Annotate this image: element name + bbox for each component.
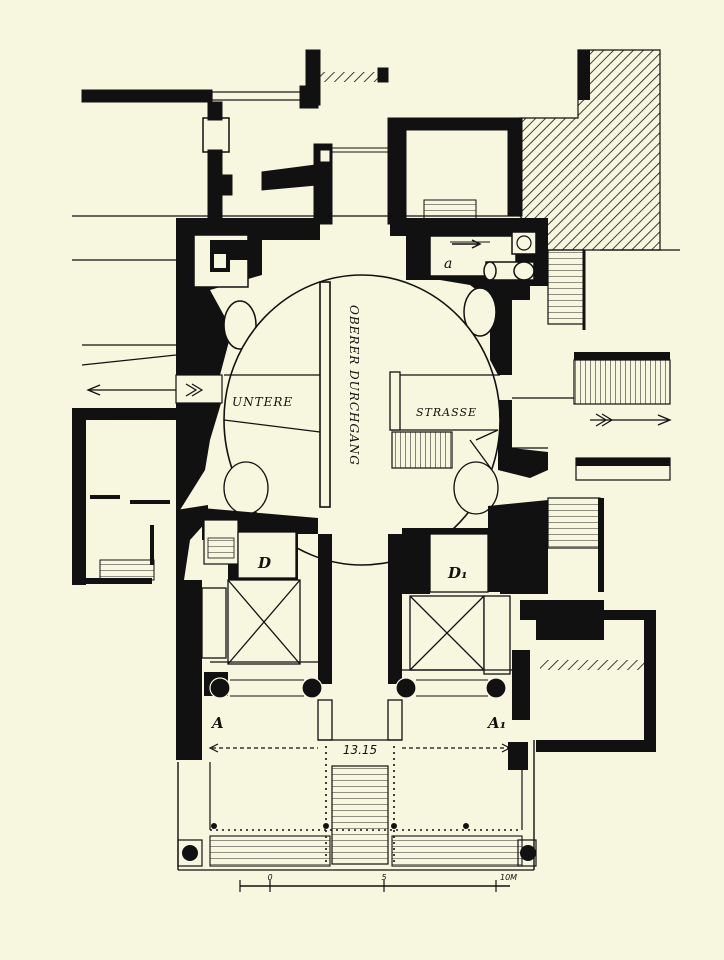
label-room-d: D <box>257 554 271 572</box>
vaulted-bays <box>201 579 512 675</box>
lower-walls <box>202 497 656 770</box>
room-a <box>429 231 537 337</box>
label-strasse: STRASSE <box>416 406 477 419</box>
scale-tick-0: 0 <box>267 873 272 882</box>
label-oberer-durchgang: OBERER DURCHGANG <box>347 305 361 466</box>
label-point-a: A <box>210 714 224 732</box>
columns <box>204 670 528 700</box>
dimension-label: 13.15 <box>343 743 377 757</box>
dimension-line: 13.15 <box>208 743 512 757</box>
label-room-a: a <box>444 256 452 272</box>
left-outer-building <box>72 408 176 585</box>
label-point-a1: A₁ <box>486 714 506 732</box>
right-corridor <box>512 397 672 449</box>
arrow-glyph <box>185 383 204 397</box>
scale-tick-5: 5 <box>381 873 386 882</box>
left-corridor <box>86 374 223 404</box>
label-room-d1: D₁ <box>447 564 468 582</box>
scale-tick-10m: 10M <box>500 873 517 882</box>
rotunda <box>223 274 501 566</box>
right-stairs <box>547 249 671 481</box>
street-lines <box>72 215 680 366</box>
scale-bar: 0 5 10M <box>239 873 517 892</box>
forecourt <box>177 740 537 871</box>
top-walls <box>81 49 523 225</box>
label-untere: UNTERE <box>232 395 293 409</box>
main-entrance <box>317 699 403 866</box>
